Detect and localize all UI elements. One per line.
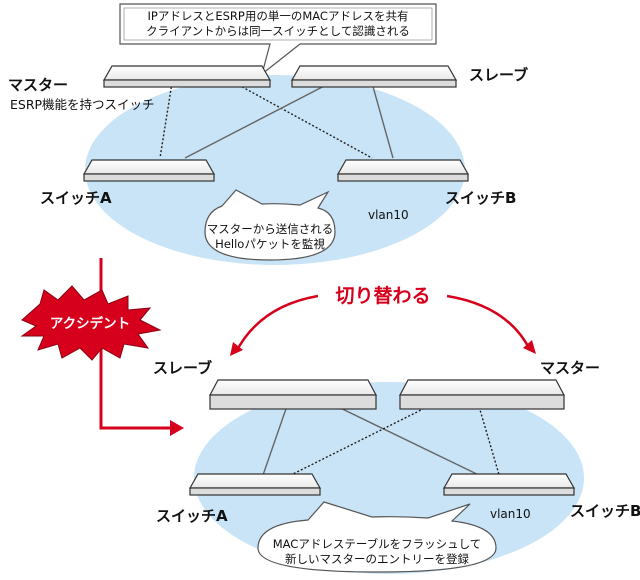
bottom-slave-switch <box>209 379 377 410</box>
bottom-slave-label: スレーブ <box>153 359 212 377</box>
top-switch-b-label: スイッチB <box>445 189 516 207</box>
top-bubble-line2: Helloパケットを監視 <box>215 237 325 251</box>
vlan-area-top <box>85 75 465 265</box>
switch-over-arrowhead-left <box>230 342 243 356</box>
top-master-switch <box>102 65 272 88</box>
bottom-switch-a <box>188 473 322 496</box>
accident-label: アクシデント <box>50 315 130 332</box>
bottom-switch-b-label: スイッチB <box>570 502 640 520</box>
bottom-vlan-label: vlan10 <box>490 507 531 521</box>
top-vlan-label: vlan10 <box>368 208 409 222</box>
bottom-master-label: マスター <box>540 359 600 377</box>
bottom-bubble-line2: 新しいマスターのエントリーを登録 <box>285 552 469 566</box>
bottom-switch-a-label: スイッチA <box>156 507 228 525</box>
accident-arrow-head <box>170 420 184 436</box>
bottom-cables <box>261 402 501 479</box>
top-master-label: マスター <box>8 76 68 94</box>
switch-over-label: 切り替わる <box>335 284 430 307</box>
callout-line1: IPアドレスとESRP用の単一のMACアドレスを共有 <box>148 9 409 23</box>
bottom-switch-b <box>442 473 576 496</box>
top-master-sub: ESRP機能を持つスイッチ <box>10 97 155 112</box>
switch-over-arrow-right <box>446 294 532 351</box>
bottom-master-switch <box>399 379 565 410</box>
top-speech-bubble: マスターから送信される Helloパケットを監視 <box>204 189 336 261</box>
top-bubble-line1: マスターから送信される <box>207 222 334 236</box>
accident-burst: アクシデント <box>20 285 162 361</box>
bottom-speech-bubble: MACアドレステーブルをフラッシュして 新しいマスターのエントリーを登録 <box>257 501 497 573</box>
top-switch-b <box>336 159 470 182</box>
top-cables <box>159 82 394 159</box>
switch-over-arrowhead-right <box>523 340 536 354</box>
top-slave-switch <box>290 65 458 88</box>
top-slave-label: スレーブ <box>469 66 528 84</box>
top-switch-a <box>82 159 216 182</box>
bottom-bubble-line1: MACアドレステーブルをフラッシュして <box>273 537 482 551</box>
top-switch-a-label: スイッチA <box>40 189 112 207</box>
top-callout: IPアドレスとESRP用の単一のMACアドレスを共有 クライアントからは同一スイ… <box>119 3 437 76</box>
callout-line2: クライアントからは同一スイッチとして認識される <box>146 24 410 38</box>
switch-over-arrow-left <box>234 294 319 353</box>
